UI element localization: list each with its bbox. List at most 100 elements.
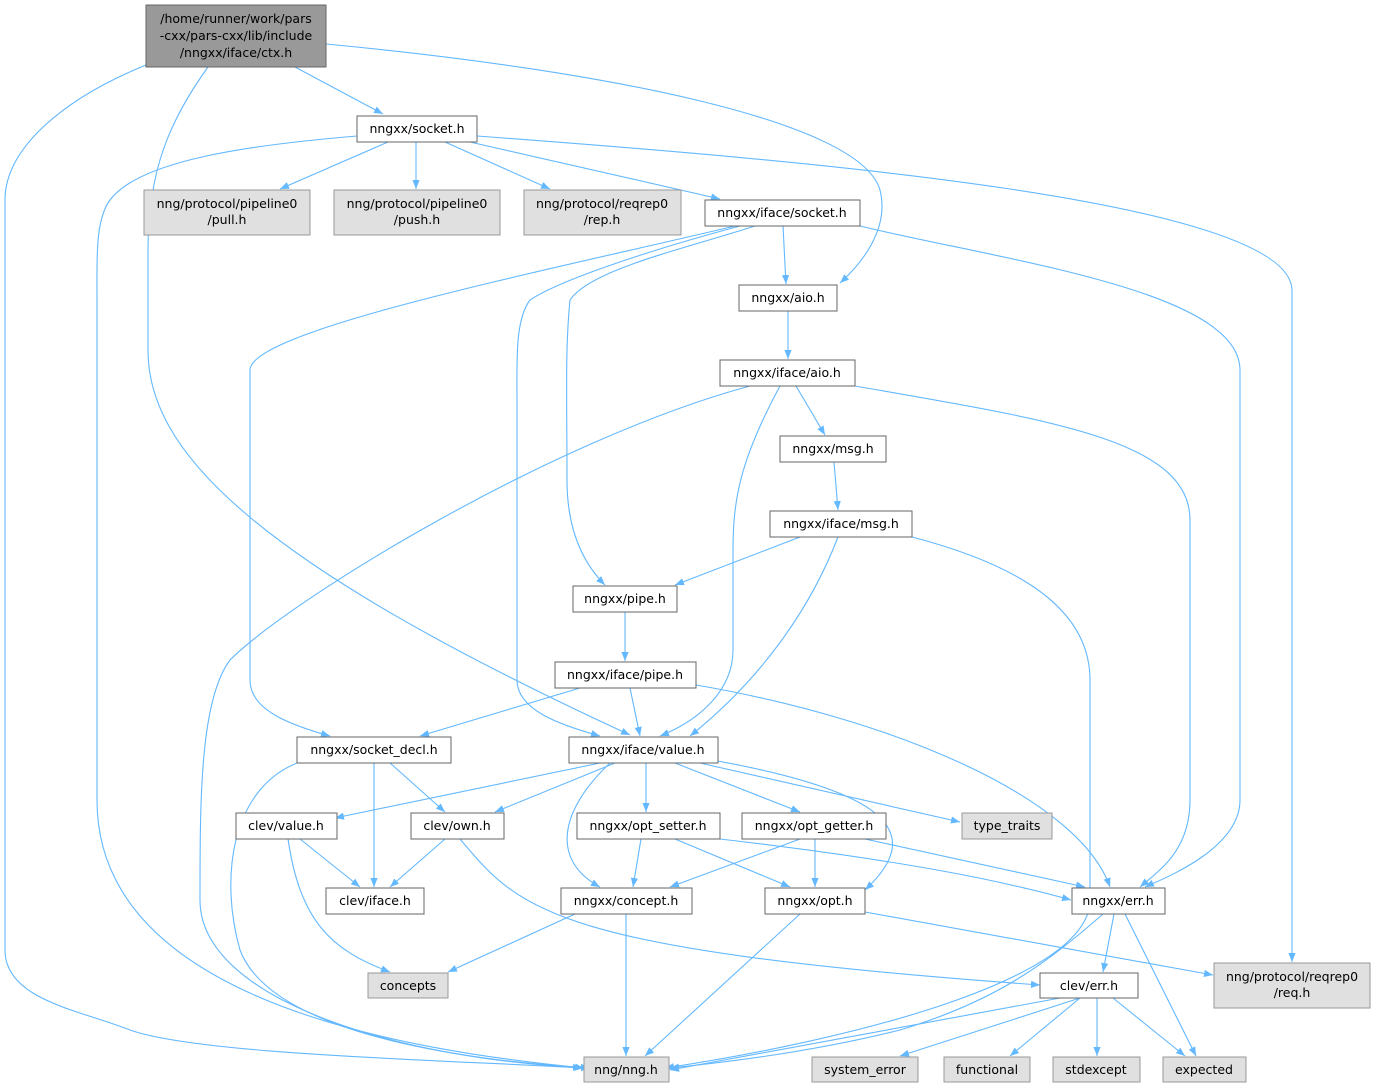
node-clev-own-h[interactable]: clev/own.h [410,812,505,840]
edge [566,762,611,888]
edge [494,762,616,813]
svg-text:nngxx/opt_getter.h: nngxx/opt_getter.h [755,818,874,833]
svg-text:clev/iface.h: clev/iface.h [339,893,411,908]
edge [566,225,756,586]
svg-text:nngxx/msg.h: nngxx/msg.h [792,441,873,456]
node-msg-h[interactable]: nngxx/msg.h [779,435,887,463]
node-clev-value-h[interactable]: clev/value.h [235,812,338,840]
svg-text:clev/value.h: clev/value.h [248,818,324,833]
node-socket-h[interactable]: nngxx/socket.h [356,115,478,143]
edge [389,838,446,888]
svg-text:nngxx/iface/msg.h: nngxx/iface/msg.h [783,516,899,531]
node-iface-value-h[interactable]: nngxx/iface/value.h [568,736,719,764]
svg-text:nng/protocol/reqrep0/rep.h: nng/protocol/reqrep0/rep.h [536,196,668,227]
svg-text:nngxx/err.h: nngxx/err.h [1082,893,1153,908]
node-concept-h[interactable]: nngxx/concept.h [560,887,693,915]
edge [299,838,361,888]
node-functional[interactable]: functional [943,1056,1031,1083]
edge [4,64,583,1072]
edge [644,913,801,1057]
edge [669,997,1061,1072]
edge [147,66,631,736]
node-system-error[interactable]: system_error [811,1056,919,1083]
edge [669,913,1104,1071]
edge [659,385,781,737]
svg-text:clev/err.h: clev/err.h [1060,978,1118,993]
node-aio-h[interactable]: nngxx/aio.h [738,284,838,312]
edge [859,225,1241,888]
svg-text:nngxx/socket.h: nngxx/socket.h [369,121,464,136]
edge [864,911,1214,977]
svg-text:nngxx/opt_setter.h: nngxx/opt_setter.h [589,818,706,833]
edge [781,225,790,285]
edge [833,461,841,511]
svg-text:nng/protocol/pipeline0/push.h: nng/protocol/pipeline0/push.h [347,196,488,227]
edge [199,385,751,1072]
node-opt-h[interactable]: nngxx/opt.h [764,887,866,915]
edge [695,684,1111,888]
svg-text:nngxx/iface/aio.h: nngxx/iface/aio.h [733,365,841,380]
edge [699,762,961,824]
node-iface-msg-h[interactable]: nngxx/iface/msg.h [769,510,913,538]
svg-text:nngxx/iface/pipe.h: nngxx/iface/pipe.h [567,667,683,682]
svg-text:system_error: system_error [824,1062,907,1077]
svg-text:expected: expected [1175,1062,1233,1077]
edge [419,687,581,737]
node-stdexcept[interactable]: stdexcept [1052,1056,1141,1083]
node-iface-socket-h[interactable]: nngxx/iface/socket.h [704,199,861,227]
node-req-h[interactable]: nng/protocol/reqrep0/req.h [1213,962,1371,1009]
edge [96,135,585,1071]
edge [249,225,736,738]
edge [669,838,801,888]
edge [444,141,551,190]
node-type-traits[interactable]: type_traits [961,812,1053,840]
edge [476,135,1296,962]
svg-text:nngxx/socket_decl.h: nngxx/socket_decl.h [310,742,437,757]
edge [459,838,1041,988]
edge [864,838,1086,889]
svg-text:concepts: concepts [380,978,436,993]
svg-text:nngxx/aio.h: nngxx/aio.h [751,290,824,305]
node-pipe-h[interactable]: nngxx/pipe.h [572,585,678,613]
node-iface-aio-h[interactable]: nngxx/iface/aio.h [719,359,856,387]
node-clev-err-h[interactable]: clev/err.h [1039,972,1139,999]
edge [854,385,1191,888]
edge [334,762,601,820]
edge [447,913,576,973]
node-concepts[interactable]: concepts [367,972,449,999]
edge [689,536,839,737]
node-push-h[interactable]: nng/protocol/pipeline0/push.h [333,189,501,236]
svg-text:nngxx/opt.h: nngxx/opt.h [777,893,852,908]
node-opt-getter-h[interactable]: nngxx/opt_getter.h [741,812,887,840]
svg-text:nngxx/concept.h: nngxx/concept.h [574,893,679,908]
node-pull-h[interactable]: nng/protocol/pipeline0/pull.h [143,189,311,236]
edge [899,997,1081,1057]
svg-text:functional: functional [956,1062,1018,1077]
edge [389,762,446,813]
svg-text:stdexcept: stdexcept [1065,1062,1126,1077]
edge [1124,913,1197,1057]
nodes: /home/runner/work/pars-cxx/pars-cxx/lib/… [143,4,1371,1083]
node-iface-pipe-h[interactable]: nngxx/iface/pipe.h [554,661,697,689]
edge [516,225,741,738]
edge [664,536,1091,1071]
node-nng-h[interactable]: nng/nng.h [583,1056,670,1083]
edges [4,43,1296,1072]
svg-text:nng/nng.h: nng/nng.h [594,1062,658,1077]
edge [795,385,826,436]
node-rep-h[interactable]: nng/protocol/reqrep0/rep.h [523,189,682,236]
node-err-h[interactable]: nngxx/err.h [1071,887,1166,915]
node-socket-decl-h[interactable]: nngxx/socket_decl.h [296,736,452,764]
node-ctx-h[interactable]: /home/runner/work/pars-cxx/pars-cxx/lib/… [145,4,327,68]
node-expected[interactable]: expected [1162,1056,1247,1083]
edge [629,687,642,737]
node-opt-setter-h[interactable]: nngxx/opt_setter.h [576,812,721,840]
edge [279,141,389,190]
edge [674,536,801,586]
svg-text:type_traits: type_traits [974,818,1041,833]
svg-text:nng/protocol/pipeline0/pull.h: nng/protocol/pipeline0/pull.h [157,196,298,227]
node-clev-iface-h[interactable]: clev/iface.h [325,887,425,915]
edge [230,762,591,1072]
